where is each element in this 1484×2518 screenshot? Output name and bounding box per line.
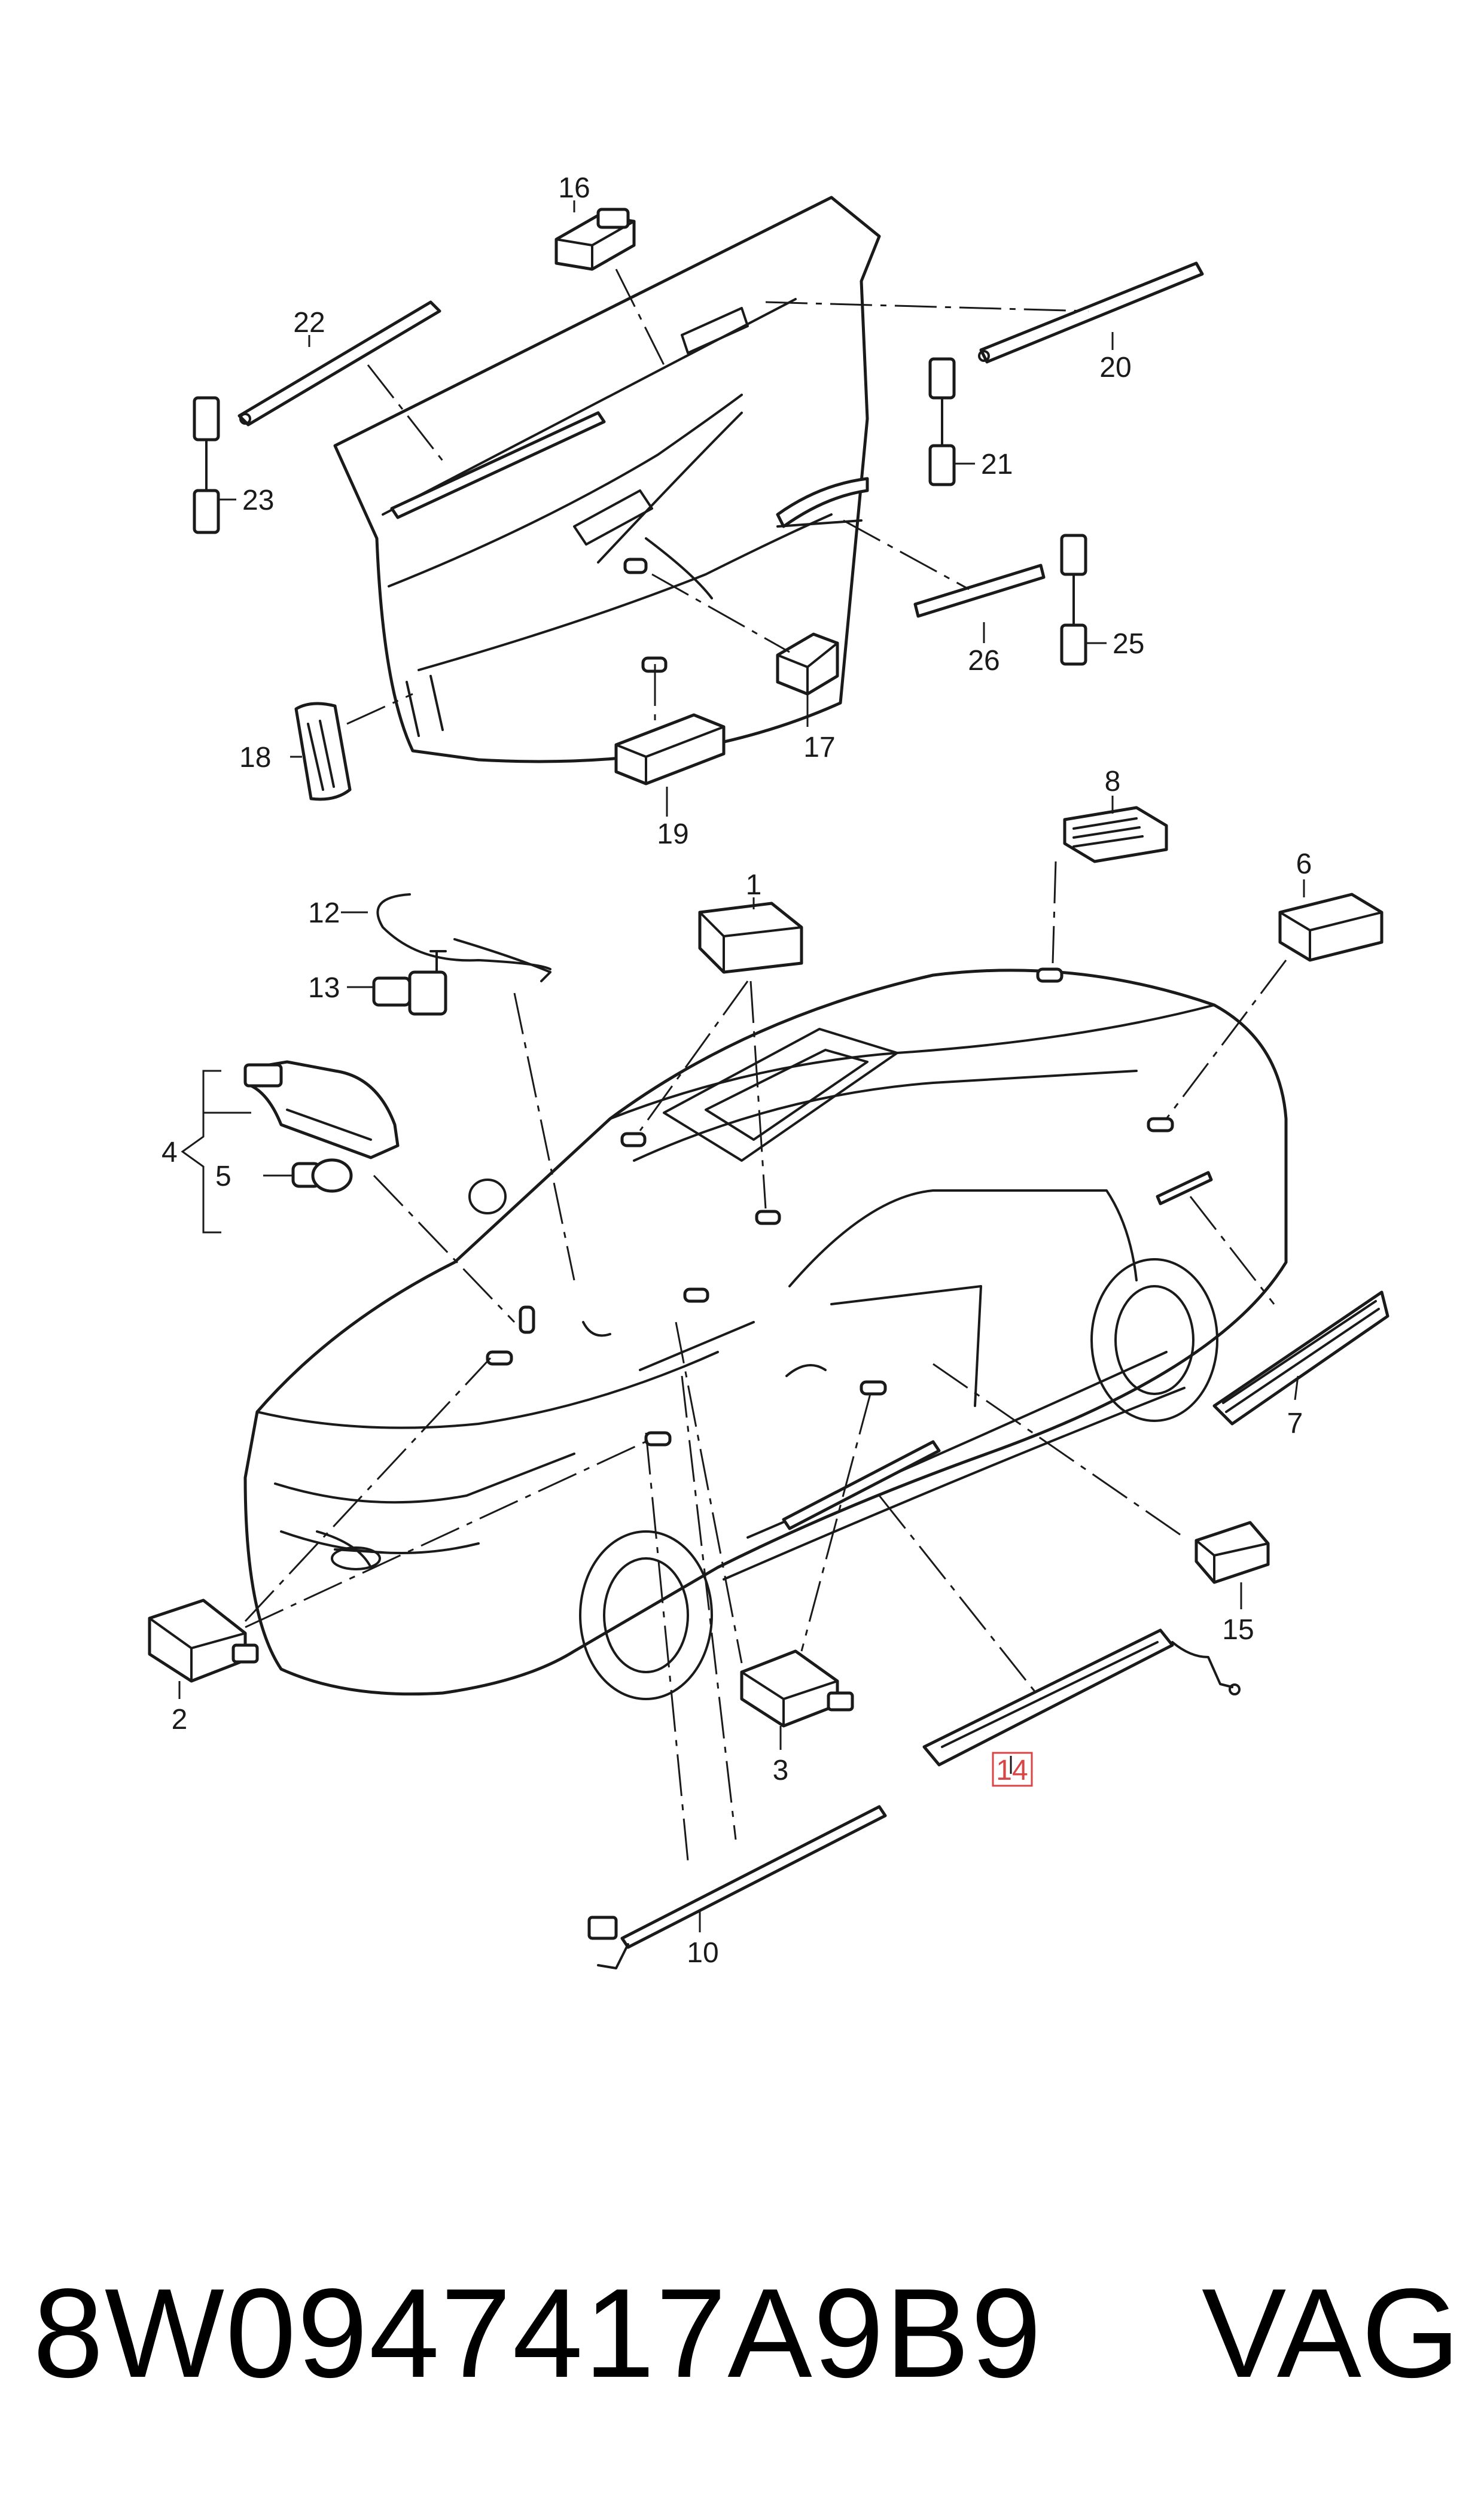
lamp-6 [1278,893,1384,962]
lamp-1 [698,902,803,974]
callout-3: 3 [773,1755,789,1786]
callout-2: 2 [172,1704,188,1735]
lamp-2 [148,1599,259,1683]
callout-22: 22 [293,307,325,339]
bulb-holder-13 [372,950,447,1016]
car-body [243,969,1288,1700]
car-rear-strip [1156,1171,1213,1205]
callout-17: 17 [803,732,835,763]
callout-23: 23 [242,485,274,516]
callout-26: 26 [968,645,1000,677]
callout-8: 8 [1105,766,1121,797]
callout-labels: 16 22 20 21 23 25 26 17 18 19 8 1 6 12 1… [161,172,1312,1969]
callout-19: 19 [657,818,688,850]
wire-harness-on-car [582,1321,755,1371]
callout-13: 13 [308,972,340,1004]
lamp-3 [740,1649,854,1728]
trim-strip-7 [1212,1290,1389,1426]
lamp-19 [614,713,726,785]
lamp-17 [776,632,839,696]
callout-20: 20 [1099,352,1131,383]
callout-1: 1 [746,869,762,901]
callout-6: 6 [1296,848,1312,880]
bulb-5 [291,1158,353,1193]
parts-diagram: 16 22 20 21 23 25 26 17 18 19 8 1 6 12 1… [148,172,1389,1969]
connector-21 [928,357,956,486]
door-trim-panel [333,196,881,763]
callout-leaders [178,200,1305,1932]
sill-plate-14 [922,1628,1241,1767]
speaker-8 [1063,806,1168,863]
callout-15: 15 [1222,1614,1254,1646]
light-guide-10 [587,1805,887,1969]
switch-housing-16 [554,208,636,271]
callout-7: 7 [1287,1408,1303,1439]
callout-4: 4 [161,1137,178,1168]
door-armrest-light-strip [776,477,869,528]
trim-insert-18 [294,702,352,801]
door-trim-light-strip [390,411,606,519]
car-lamp-cutouts [486,558,1174,1447]
callout-25: 25 [1113,628,1144,660]
light-guide-20 [979,261,1204,364]
callout-10: 10 [687,1937,718,1969]
light-guide-22 [237,300,441,427]
bracket-12 [376,893,551,970]
callout-14: 14 [996,1755,1028,1786]
car-sill-strip [782,1440,941,1530]
dashed-leaders [244,269,1287,1861]
callout-16: 16 [558,172,590,204]
reading-lamp-4 [243,1060,400,1159]
light-guide-26 [913,564,1046,618]
connector-23 [193,396,220,534]
brand-name: VAG [1202,2262,1460,2404]
callout-18: 18 [239,742,271,774]
callout-12: 12 [308,897,340,929]
callout-21: 21 [981,449,1013,480]
callout-5: 5 [215,1161,231,1192]
lamp-15 [1194,1521,1270,1584]
part-number: 8W0947417A9B9 [33,2262,1043,2404]
connector-25 [1060,534,1087,666]
callout-14-highlight-box [992,1752,1033,1787]
